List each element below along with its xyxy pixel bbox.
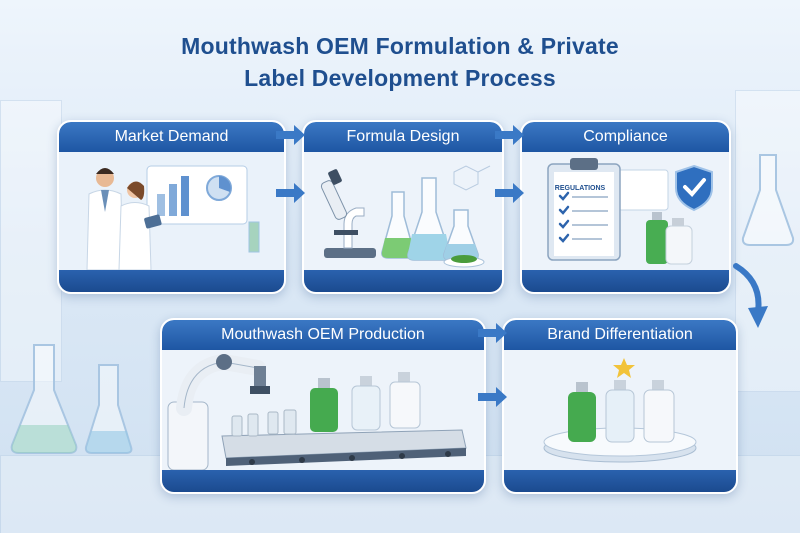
- step-footer-oem-production: [162, 470, 484, 492]
- step-label-formula-design: Formula Design: [304, 122, 502, 152]
- step-label-compliance: Compliance: [522, 122, 729, 152]
- step-footer-compliance: [522, 270, 729, 292]
- step-label-oem-production: Mouthwash OEM Production: [162, 320, 484, 350]
- step-card-compliance: Compliance: [520, 120, 731, 294]
- arrow-right-icon: [478, 387, 507, 407]
- microscope-flasks-icon: [304, 152, 502, 270]
- step-card-brand-differentiation: Brand Differentiation: [502, 318, 738, 494]
- step-card-oem-production: Mouthwash OEM Production: [160, 318, 486, 494]
- arrow-right-icon: [276, 125, 305, 145]
- arrow-right-icon: [478, 323, 507, 343]
- title-line-1: Mouthwash OEM Formulation & Private: [181, 33, 619, 59]
- scientists-dashboard-icon: [59, 152, 284, 270]
- step-card-market-demand: Market Demand: [57, 120, 286, 294]
- step-label-brand-differentiation: Brand Differentiation: [504, 320, 736, 350]
- step-card-formula-design: Formula Design: [302, 120, 504, 294]
- bottles-podium-icon: [504, 350, 736, 470]
- background-shelf-right: [735, 90, 800, 392]
- arrow-right-icon: [276, 183, 305, 203]
- step-footer-market-demand: [59, 270, 284, 292]
- regulations-checklist-icon: [522, 152, 729, 270]
- arrow-curved-down-icon: [733, 263, 768, 328]
- step-footer-formula-design: [304, 270, 502, 292]
- background-flasks-icon: [10, 344, 133, 454]
- step-label-market-demand: Market Demand: [59, 122, 284, 152]
- robot-conveyor-icon: [162, 350, 484, 470]
- arrow-right-icon: [495, 125, 524, 145]
- title-line-2: Label Development Process: [244, 65, 556, 91]
- arrow-right-icon: [495, 183, 524, 203]
- clipboard-label: REGULATIONS: [554, 185, 606, 192]
- step-footer-brand-differentiation: [504, 470, 736, 492]
- diagram-title: Mouthwash OEM Formulation & Private Labe…: [0, 30, 800, 94]
- background-shelf-left: [0, 100, 62, 382]
- background-flask-right-icon: [741, 154, 795, 246]
